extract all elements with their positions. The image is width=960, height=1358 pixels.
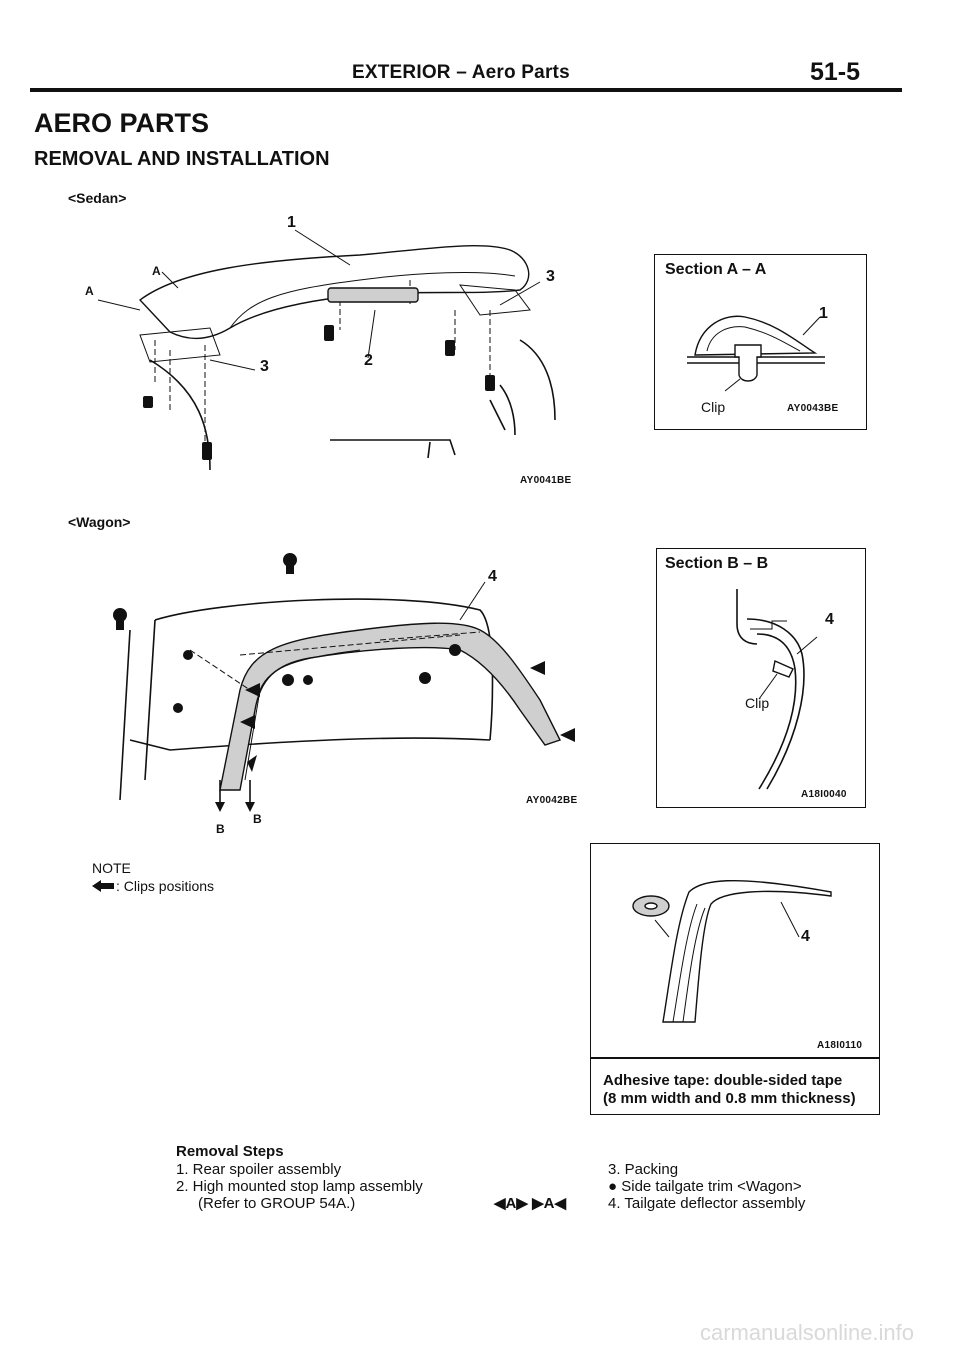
tape-deflector-illustration xyxy=(632,879,832,1023)
header-title: EXTERIOR – Aero Parts xyxy=(352,62,570,83)
tape-box-number: 4 xyxy=(801,928,810,945)
tape-caption-line-1: Adhesive tape: double-sided tape xyxy=(603,1072,843,1089)
tape-box-code: A18I0110 xyxy=(817,1040,863,1051)
removal-step-3: 3. Packing xyxy=(608,1161,679,1178)
removal-step-1: 1. Rear spoiler assembly xyxy=(176,1161,342,1178)
section-b-b-profile xyxy=(736,589,818,790)
note-text: : Clips positions xyxy=(116,878,215,894)
section-b-b-code: A18I0040 xyxy=(801,789,847,800)
page-title: AERO PARTS xyxy=(34,108,210,138)
adhesive-tape-box: 4 A18I0110 Adhesive tape: double-sided t… xyxy=(590,843,880,1115)
sedan-callout-3-right: 3 xyxy=(546,268,555,285)
section-b-b-title: Section B – B xyxy=(665,555,769,572)
section-a-a-code: AY0043BE xyxy=(787,403,839,414)
note-title: NOTE xyxy=(92,860,131,876)
tape-caption-line-2: (8 mm width and 0.8 mm thickness) xyxy=(603,1090,856,1107)
section-a-a-profile xyxy=(687,315,825,392)
wagon-section-mark-b-left: B xyxy=(216,822,225,836)
header-rule xyxy=(30,88,902,92)
sedan-section-mark-a-lower: A xyxy=(85,284,94,298)
removal-step-4: 4. Tailgate deflector assembly xyxy=(608,1195,806,1212)
wagon-deflector-diagram xyxy=(113,553,575,812)
wagon-section-mark-b-right: B xyxy=(253,812,262,826)
removal-step-2-note: (Refer to GROUP 54A.) xyxy=(198,1195,356,1212)
section-a-a-box: Section A – A 1 Clip AY0043BE xyxy=(654,254,867,430)
section-b-b-clip-label: Clip xyxy=(745,695,770,711)
sedan-callout-2: 2 xyxy=(364,352,373,369)
tape-box-divider xyxy=(591,1057,879,1059)
wagon-callout-4: 4 xyxy=(488,568,497,585)
wagon-label: <Wagon> xyxy=(68,514,131,530)
section-b-b-box: Section B – B 4 Clip A18I0040 xyxy=(656,548,866,808)
removal-step-side-trim: ● Side tailgate trim <Wagon> xyxy=(608,1178,802,1195)
sedan-figure-code: AY0041BE xyxy=(520,475,572,486)
removal-step-marks: ◀A▶ ▶A◀ xyxy=(494,1195,566,1212)
section-a-a-number: 1 xyxy=(819,305,828,322)
removal-steps-title: Removal Steps xyxy=(176,1143,284,1160)
section-b-b-number: 4 xyxy=(825,611,834,628)
watermark: carmanualsonline.info xyxy=(700,1320,915,1345)
sedan-label: <Sedan> xyxy=(68,190,127,206)
sedan-callout-3-left: 3 xyxy=(260,358,269,375)
sedan-callout-1: 1 xyxy=(287,214,296,231)
clip-arrow-icon xyxy=(92,880,114,892)
section-a-a-title: Section A – A xyxy=(665,261,767,278)
wagon-figure-code: AY0042BE xyxy=(526,795,578,806)
sedan-section-mark-a-upper: A xyxy=(152,264,161,278)
removal-step-2: 2. High mounted stop lamp assembly xyxy=(176,1178,423,1195)
sedan-spoiler-diagram xyxy=(97,229,556,471)
page-number: 51-5 xyxy=(810,58,861,86)
section-subtitle: REMOVAL AND INSTALLATION xyxy=(34,148,330,170)
section-a-a-clip-label: Clip xyxy=(701,399,726,415)
